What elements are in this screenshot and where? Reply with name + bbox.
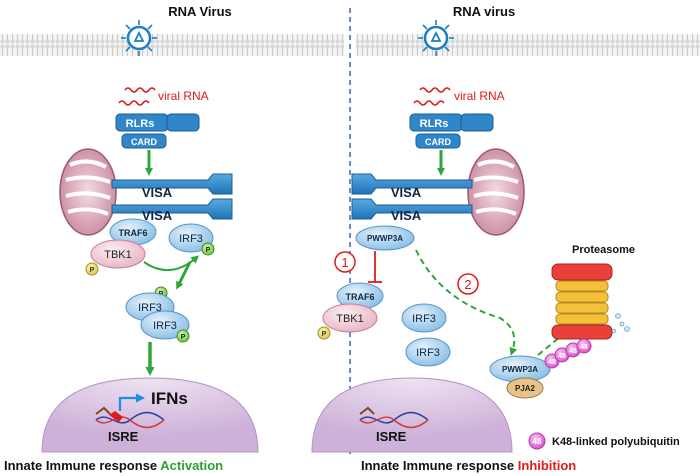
- right-pwwp3a-label: PWWP3A: [367, 234, 403, 243]
- right-pja2-label: PJA2: [515, 384, 536, 393]
- ub-label-1: 48: [548, 359, 556, 366]
- left-visa-bottom: [111, 198, 233, 220]
- right-pwwp3a-protein: [355, 225, 415, 251]
- left-rlrs-tail: [166, 113, 200, 132]
- left-caption-main: Innate Immune response: [4, 458, 160, 473]
- right-cell-membrane: [356, 34, 700, 56]
- right-panel: RNA virus viral RNA RLRs CARD: [311, 4, 700, 473]
- left-irf3-active: [168, 223, 214, 253]
- left-irf3-dimer-b: [140, 310, 190, 340]
- right-irf3-a: [401, 303, 447, 333]
- proteasome-icon: [551, 263, 613, 340]
- right-dna-factor-icon: [359, 406, 375, 415]
- left-cell-membrane: [0, 34, 344, 56]
- right-viral-rna-label: viral RNA: [454, 89, 505, 103]
- left-irf3-active-label: IRF3: [179, 233, 203, 245]
- left-dna-factor-icon: [95, 406, 111, 415]
- right-tbk1-protein: [322, 303, 378, 333]
- left-isre-site: [109, 411, 123, 422]
- right-irf3-a-label: IRF3: [412, 313, 436, 325]
- right-step1-marker: [334, 251, 356, 273]
- left-nucleus: [41, 377, 259, 453]
- right-caption-inhibition: Inhibition: [518, 458, 577, 473]
- left-isre-label: ISRE: [108, 429, 139, 444]
- right-visa-top: [351, 173, 473, 195]
- right-rlrs-label: RLRs: [420, 118, 449, 130]
- left-title: RNA Virus: [168, 4, 232, 19]
- left-caption-activation: Activation: [160, 458, 223, 473]
- right-caption: Innate Immune response Inhibition: [361, 458, 576, 473]
- right-isre-label: ISRE: [376, 429, 407, 444]
- right-caption-main: Innate Immune response: [361, 458, 518, 473]
- right-title: RNA virus: [453, 4, 515, 19]
- left-tbk1-label: TBK1: [104, 249, 132, 261]
- right-pwwp3a-degraded-label: PWWP3A: [502, 365, 538, 374]
- right-traf6-label: TRAF6: [346, 292, 375, 302]
- ubiquitin-chain-icon: [544, 338, 592, 369]
- left-tbk1-protein: [90, 239, 146, 269]
- left-card-box: [121, 133, 167, 149]
- right-step2-label: 2: [464, 277, 471, 292]
- right-tbk1-label: TBK1: [336, 313, 364, 325]
- left-viral-rna-label: viral RNA: [158, 89, 209, 103]
- left-panel: RNA Virus viral RNA RLRs CARD: [0, 4, 344, 473]
- right-irf3-b-label: IRF3: [416, 347, 440, 359]
- right-step1-label: 1: [341, 255, 348, 270]
- left-rlrs-label: RLRs: [126, 118, 155, 130]
- left-irf3-dimer-a-label: IRF3: [138, 302, 162, 314]
- right-visa-bottom: [351, 198, 473, 220]
- right-virus-icon: [418, 20, 454, 56]
- right-rlrs-tail: [460, 113, 494, 132]
- left-phospho-tbk1: [85, 262, 99, 276]
- left-viral-rna-icon: [118, 87, 156, 106]
- right-card-box: [415, 133, 461, 149]
- right-card-label: CARD: [425, 137, 451, 147]
- right-pja2-protein: [506, 377, 544, 399]
- left-visa-top-label: VISA: [142, 185, 173, 200]
- right-irf3-b: [405, 337, 451, 367]
- left-phospho-tbk1-label: P: [90, 267, 95, 274]
- right-dna-icon: [359, 411, 429, 429]
- left-arrow-irf3-dimer: [176, 261, 192, 290]
- left-traf6-label: TRAF6: [119, 228, 148, 238]
- right-phospho-tbk1-label: P: [322, 331, 327, 338]
- left-irf3-dimer-b-label: IRF3: [153, 320, 177, 332]
- right-phospho-tbk1: [317, 326, 331, 340]
- ub-label-4: 48: [580, 344, 588, 351]
- legend-ubiquitin-number: 48: [533, 437, 542, 446]
- left-dimer-phospho-b-label: P: [181, 334, 186, 341]
- ub-label-3: 48: [569, 348, 577, 355]
- left-ifns-label: IFNs: [151, 389, 188, 408]
- left-dna-icon: [95, 411, 165, 429]
- left-transcription-arrow: [118, 393, 145, 411]
- left-visa-bottom-label: VISA: [142, 208, 173, 223]
- left-caption: Innate Immune response Activation: [4, 458, 223, 473]
- peptide-fragments-icon: [611, 313, 630, 334]
- left-dimer-phospho-b: [176, 329, 190, 343]
- legend-label: K48-linked polyubiquitin: [552, 436, 680, 448]
- right-arrow-pwwp3a-degradation: [415, 249, 518, 356]
- right-visa-top-label: VISA: [391, 185, 422, 200]
- left-mitochondrion-icon: [59, 148, 117, 236]
- left-visa-top: [111, 173, 233, 195]
- left-virus-icon: [121, 20, 157, 56]
- right-visa-bottom-label: VISA: [391, 208, 422, 223]
- proteasome-label: Proteasome: [572, 244, 635, 256]
- right-mitochondrion-icon: [467, 148, 525, 236]
- legend-ubiquitin-icon: [528, 432, 546, 450]
- left-arrow-tbk1-irf3: [143, 255, 200, 271]
- left-card-label: CARD: [131, 137, 157, 147]
- left-phospho-irf3: [201, 242, 215, 256]
- right-nucleus: [311, 377, 513, 453]
- right-step2-marker: [457, 273, 479, 295]
- right-viral-rna-icon: [413, 87, 451, 106]
- ub-label-2: 48: [558, 353, 566, 360]
- left-phospho-irf3-label: P: [206, 247, 211, 254]
